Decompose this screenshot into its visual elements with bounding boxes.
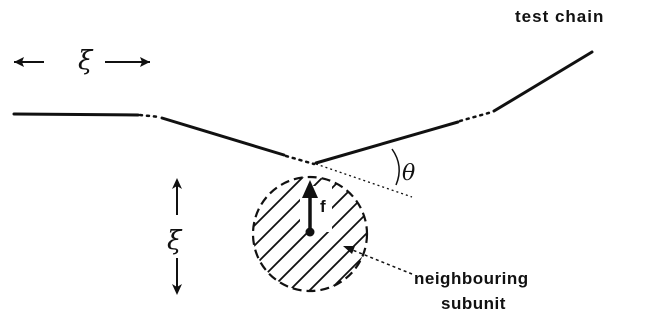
right-arrowhead	[140, 57, 150, 67]
subunit-circle	[251, 175, 369, 293]
theta-angle-arc	[391, 148, 400, 186]
chain-gap-right	[458, 110, 494, 123]
chain-gap-left	[138, 113, 162, 119]
chain-segment-left-slope	[160, 116, 286, 157]
xi-horizontal-symbol: ξ	[78, 46, 94, 76]
force-vector: f	[302, 180, 326, 229]
force-arrowhead	[302, 180, 318, 198]
left-arrowhead	[14, 57, 24, 67]
theta-symbol: θ	[402, 161, 415, 186]
continuation-dotted-line	[315, 163, 413, 198]
up-arrowhead	[172, 178, 182, 189]
force-label: f	[320, 197, 326, 216]
horizontal-length-indicator: ξ	[14, 46, 150, 76]
chain-segment-right-end	[492, 50, 594, 113]
subunit-label: subunit	[441, 294, 506, 313]
chain-segment-right-slope	[314, 120, 460, 165]
test-chain-label: test chain	[515, 7, 604, 26]
down-arrowhead	[172, 284, 182, 295]
vertical-length-indicator: ξ	[167, 178, 183, 295]
xi-vertical-symbol: ξ	[167, 226, 183, 256]
pointer-dashed-line	[349, 248, 413, 275]
subunit-center-dot	[305, 227, 315, 237]
pointer-arrowhead	[343, 246, 355, 254]
chain-gap-center	[284, 154, 316, 166]
chain-segment-left-flat	[12, 112, 140, 117]
neighbouring-label: neighbouring	[414, 269, 529, 288]
test-chain	[12, 50, 594, 166]
subunit-pointer	[343, 246, 413, 275]
